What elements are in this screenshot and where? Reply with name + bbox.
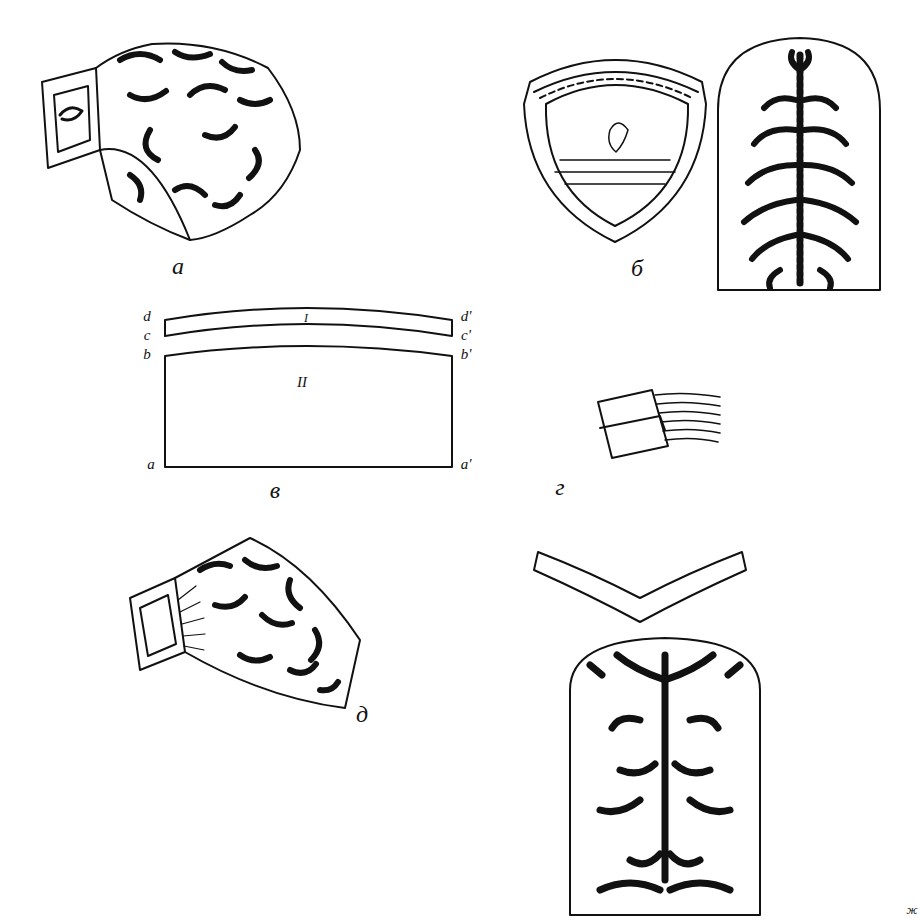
pattern-letter: d: [143, 309, 151, 324]
pattern-letter: II: [297, 375, 307, 390]
fringe-detail: [598, 390, 720, 458]
figure-letter: д: [356, 702, 368, 726]
headdress-zh: [534, 552, 760, 915]
pattern-letter: b: [143, 347, 151, 362]
figure-letter: а: [172, 254, 184, 278]
pattern-letter: b': [461, 347, 472, 362]
figure-letter: ж: [906, 904, 917, 916]
pattern-letter: d': [461, 309, 472, 324]
ornament-panel-b: [718, 38, 880, 290]
pattern-letter: c: [144, 328, 151, 343]
figure-letter: в: [270, 478, 280, 502]
pattern-letter: c': [461, 328, 471, 343]
pattern-letter: I: [304, 312, 308, 324]
cutting-pattern: [165, 308, 452, 467]
pattern-letter: a': [461, 457, 472, 472]
pattern-letter: a: [147, 457, 155, 472]
headdress-d: [130, 538, 360, 708]
figure-letter: г: [555, 475, 564, 499]
headdress-a: [42, 44, 300, 241]
figure-letter: б: [631, 256, 643, 280]
headdress-b-front: [524, 60, 706, 242]
